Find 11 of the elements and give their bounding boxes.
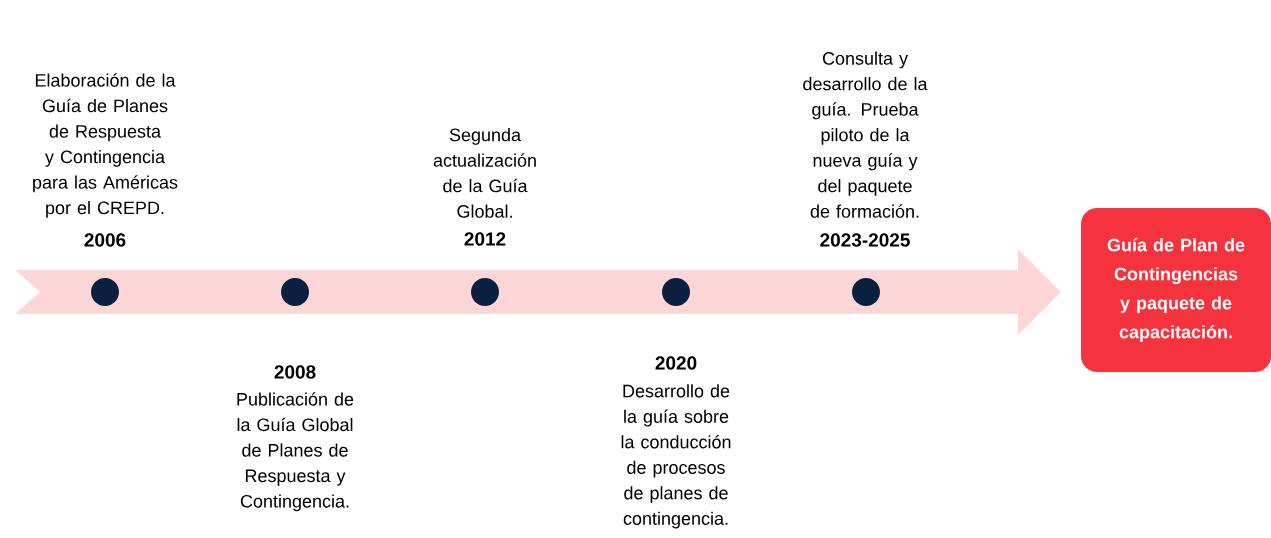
event-description: Segunda actualización de la Guía Global.: [433, 128, 536, 218]
event-description: Publicación de la Guía Global de Planes de Respuesta y Contingencia.: [237, 392, 354, 512]
year-label: 2020: [655, 356, 697, 370]
event-description: Desarrollo de la guía sobre la conducción de procesos de planes de contingencia.: [621, 384, 731, 529]
result-box: Guía de Plan de Contingencias y paquete de capacitación.: [1081, 208, 1271, 372]
year-label: 2006: [84, 233, 126, 247]
event-description: Elaboración de la Guía de Planes de Respuesta y Contingencia para las Américas por el CREPD.: [33, 73, 178, 218]
year-label: 2012: [464, 232, 506, 246]
year-label: 2023-2025: [820, 233, 910, 247]
year-label: 2008: [274, 365, 316, 379]
event-description: Consulta y desarrollo de la guía. Prueba piloto de la nueva guía y del paquete de formación.: [803, 51, 928, 218]
